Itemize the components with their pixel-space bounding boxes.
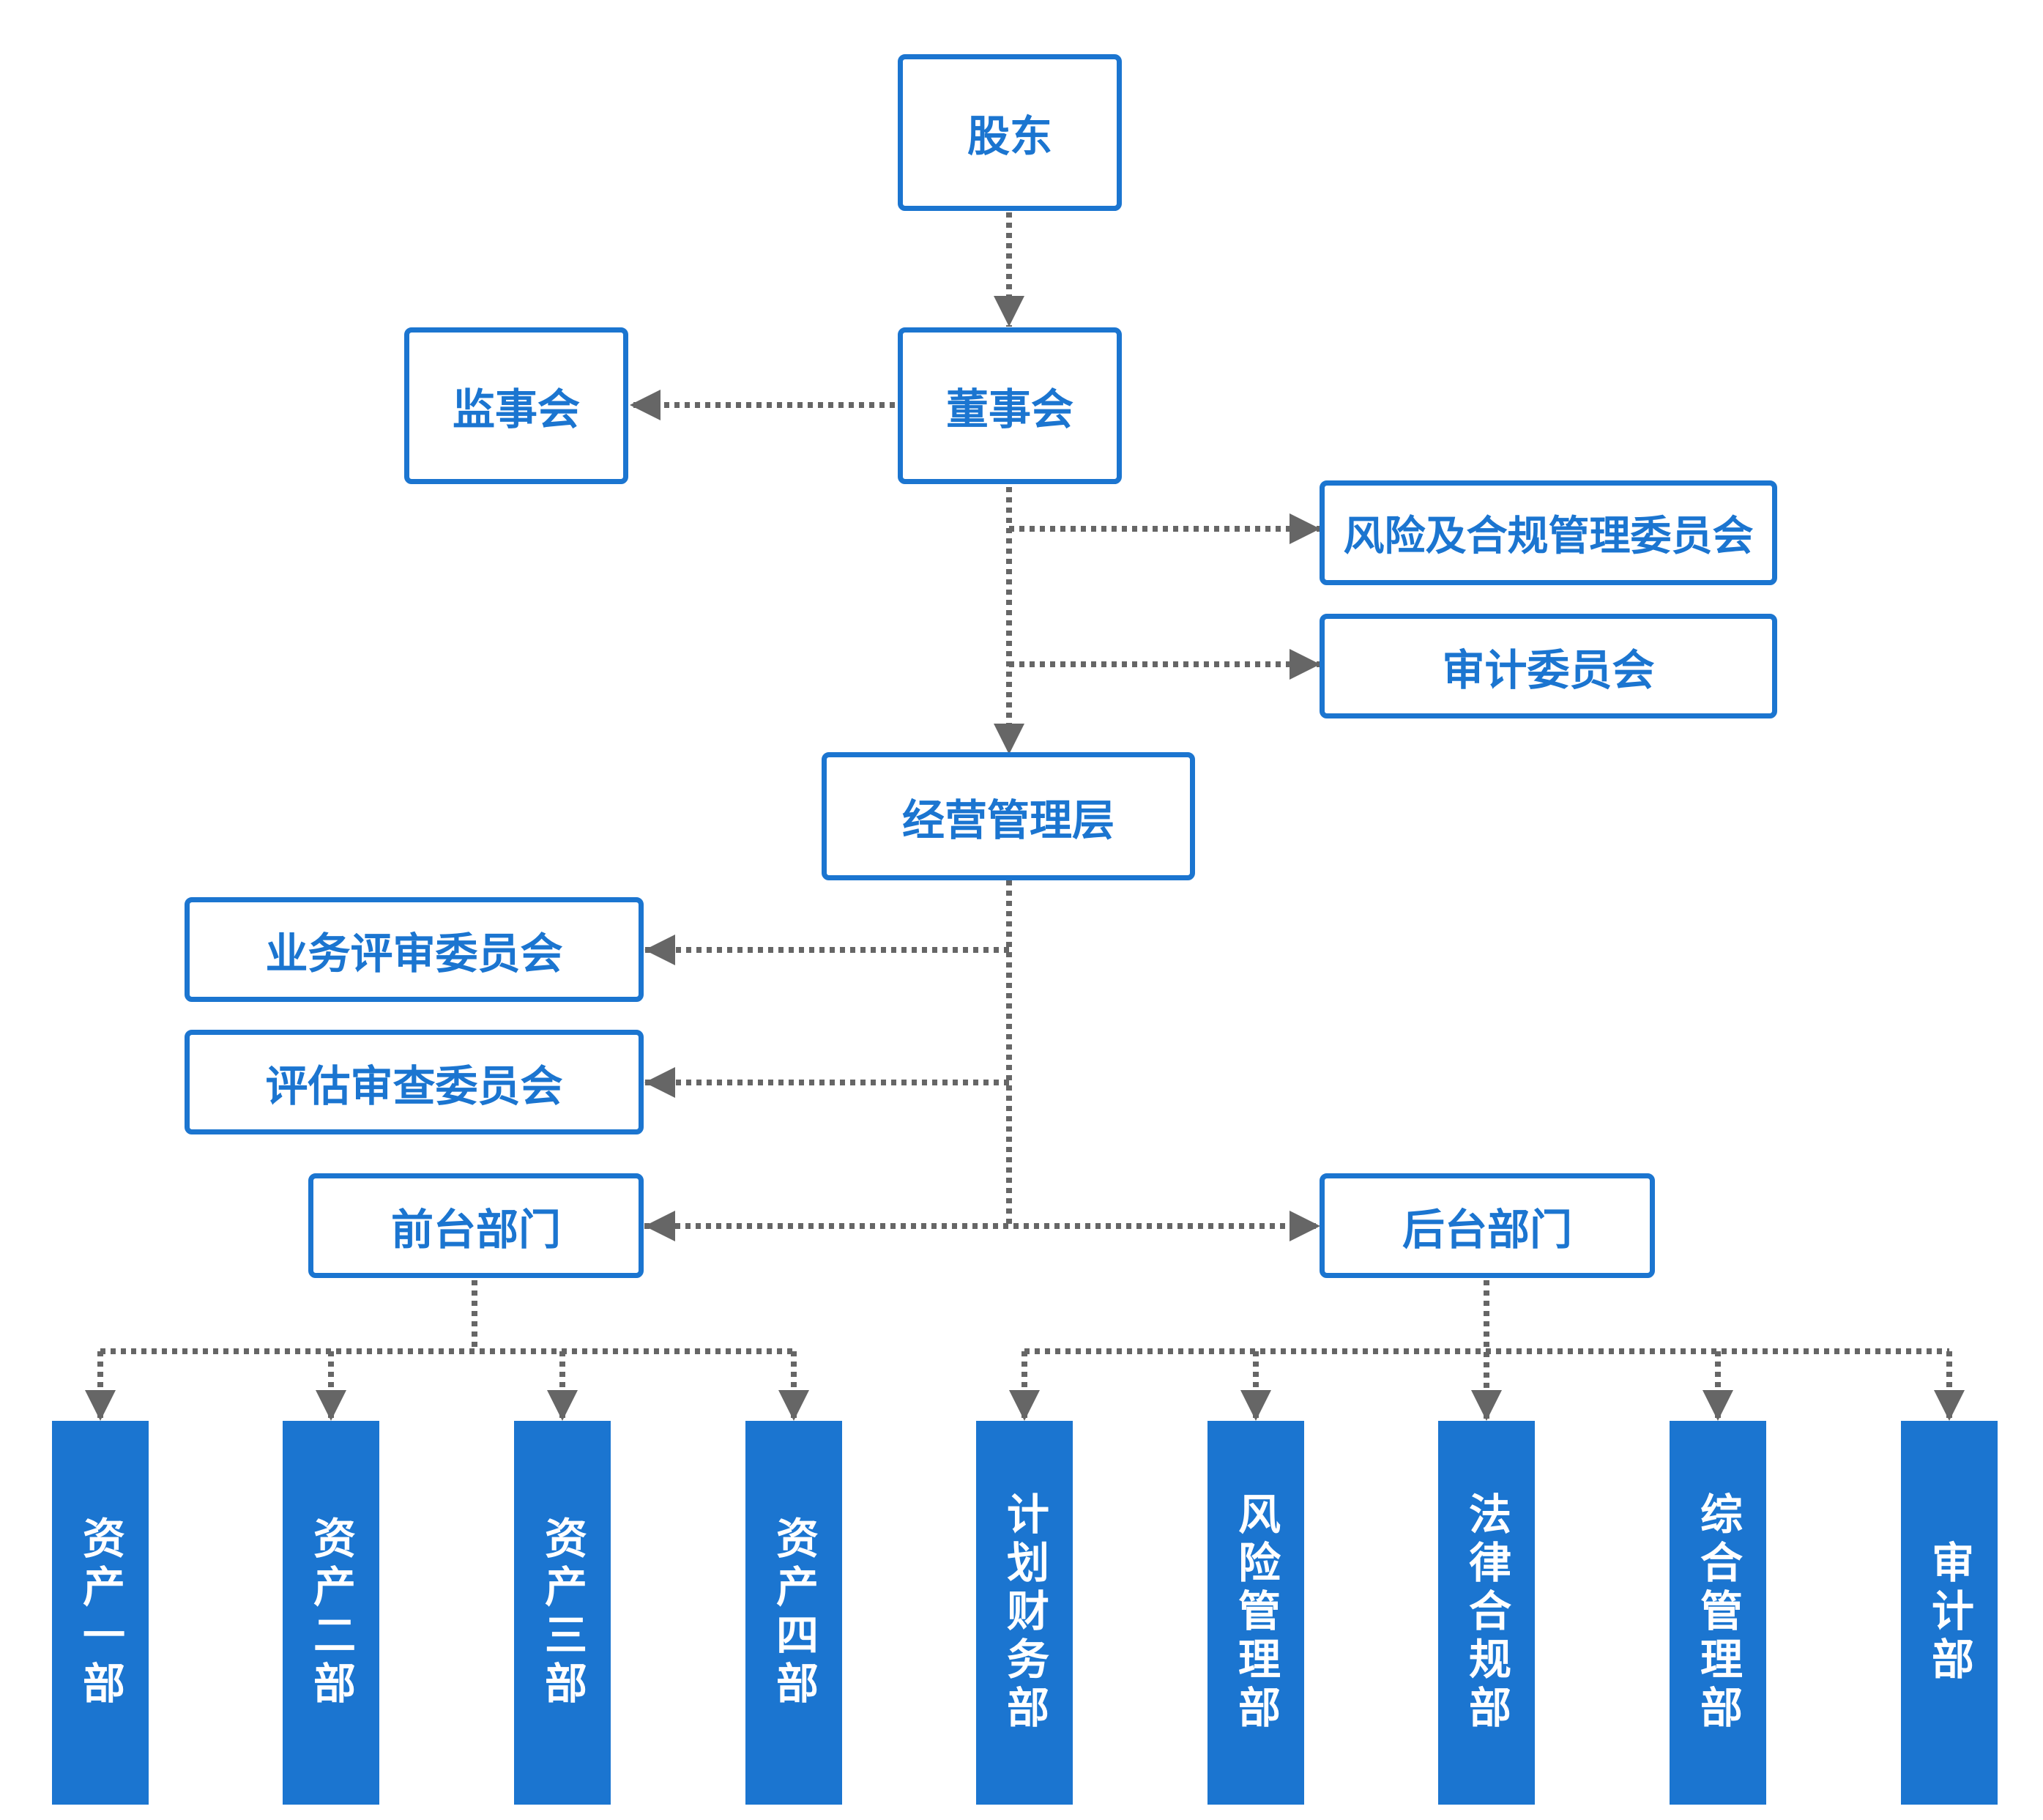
node-audit-committee: 审计委员会 (1320, 614, 1777, 718)
dept-risk-management-label: 风险管理部 (1231, 1492, 1281, 1734)
node-valuation-review-committee: 评估审查委员会 (185, 1030, 644, 1134)
node-risk-compliance-committee: 风险及合规管理委员会 (1320, 480, 1777, 585)
dept-asset-1-label: 资产一部 (75, 1516, 125, 1709)
node-business-review-committee-label: 业务评审委员会 (265, 928, 563, 978)
dept-general-management: 综合管理部 (1670, 1421, 1766, 1805)
dept-asset-2-label: 资产二部 (306, 1516, 356, 1709)
node-valuation-review-committee-label: 评估审查委员会 (265, 1061, 563, 1111)
node-board: 董事会 (898, 327, 1122, 484)
node-back-office-label: 后台部门 (1402, 1204, 1572, 1255)
node-front-office-label: 前台部门 (390, 1204, 561, 1255)
node-back-office: 后台部门 (1320, 1173, 1655, 1278)
dept-asset-2: 资产二部 (283, 1421, 379, 1805)
node-supervisory-board: 监事会 (404, 327, 628, 484)
node-audit-committee-label: 审计委员会 (1442, 645, 1655, 695)
dept-risk-management: 风险管理部 (1207, 1421, 1304, 1805)
node-board-label: 董事会 (945, 385, 1073, 434)
dept-asset-3-label: 资产三部 (537, 1516, 587, 1709)
dept-planning-finance-label: 计划财务部 (1000, 1492, 1049, 1734)
node-business-review-committee: 业务评审委员会 (185, 897, 644, 1002)
dept-planning-finance: 计划财务部 (976, 1421, 1073, 1805)
dept-audit-label: 审计部 (1924, 1540, 1974, 1685)
node-shareholders-label: 股东 (967, 111, 1052, 161)
dept-asset-3: 资产三部 (514, 1421, 611, 1805)
node-front-office: 前台部门 (308, 1173, 644, 1278)
dept-asset-4-label: 资产四部 (769, 1516, 819, 1709)
node-supervisory-board-label: 监事会 (452, 385, 580, 434)
dept-asset-1: 资产一部 (52, 1421, 149, 1805)
dept-general-management-label: 综合管理部 (1693, 1492, 1743, 1734)
node-management-label: 经营管理层 (901, 795, 1114, 845)
node-risk-compliance-committee-label: 风险及合规管理委员会 (1343, 513, 1754, 560)
node-management: 经营管理层 (822, 752, 1195, 880)
node-shareholders: 股东 (898, 54, 1122, 211)
dept-asset-4: 资产四部 (745, 1421, 842, 1805)
dept-audit: 审计部 (1901, 1421, 1998, 1805)
dept-legal-compliance: 法律合规部 (1438, 1421, 1535, 1805)
dept-legal-compliance-label: 法律合规部 (1462, 1492, 1511, 1734)
